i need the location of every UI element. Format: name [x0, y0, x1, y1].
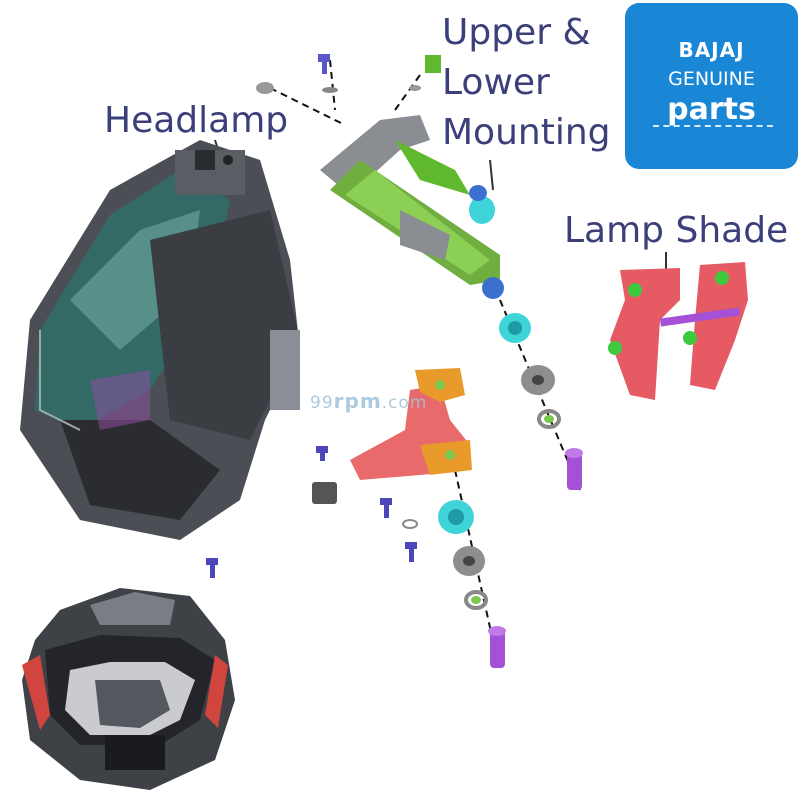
headlamp-label: Headlamp [104, 100, 289, 141]
loose-screws [206, 446, 418, 578]
logo-genuine: GENUINE [668, 68, 755, 90]
upper-mounting-bracket [320, 55, 504, 299]
logo-brand: BAJAJ [678, 38, 745, 62]
watermark-suffix: .com [381, 393, 428, 413]
lamp-shade [608, 262, 748, 400]
watermark: 99rpm.com [310, 389, 427, 413]
lower-mounting-bracket [312, 368, 506, 668]
motorcycle-front-thumbnail [22, 588, 235, 790]
mount-point-icon [223, 155, 233, 165]
watermark-prefix: 99 [310, 393, 334, 413]
upper-screws [256, 54, 421, 94]
logo-swoosh [653, 125, 773, 133]
headlamp-assembly [20, 140, 300, 540]
bajaj-genuine-parts-logo: BAJAJ GENUINE parts [625, 3, 798, 169]
watermark-main: rpm [333, 389, 382, 413]
right-fastener-stack [499, 313, 583, 490]
lamp-shade-label: Lamp Shade [564, 210, 789, 251]
logo-parts: parts [667, 92, 756, 127]
upper-lower-mounting-label: Upper & Lower Mounting [442, 12, 611, 153]
